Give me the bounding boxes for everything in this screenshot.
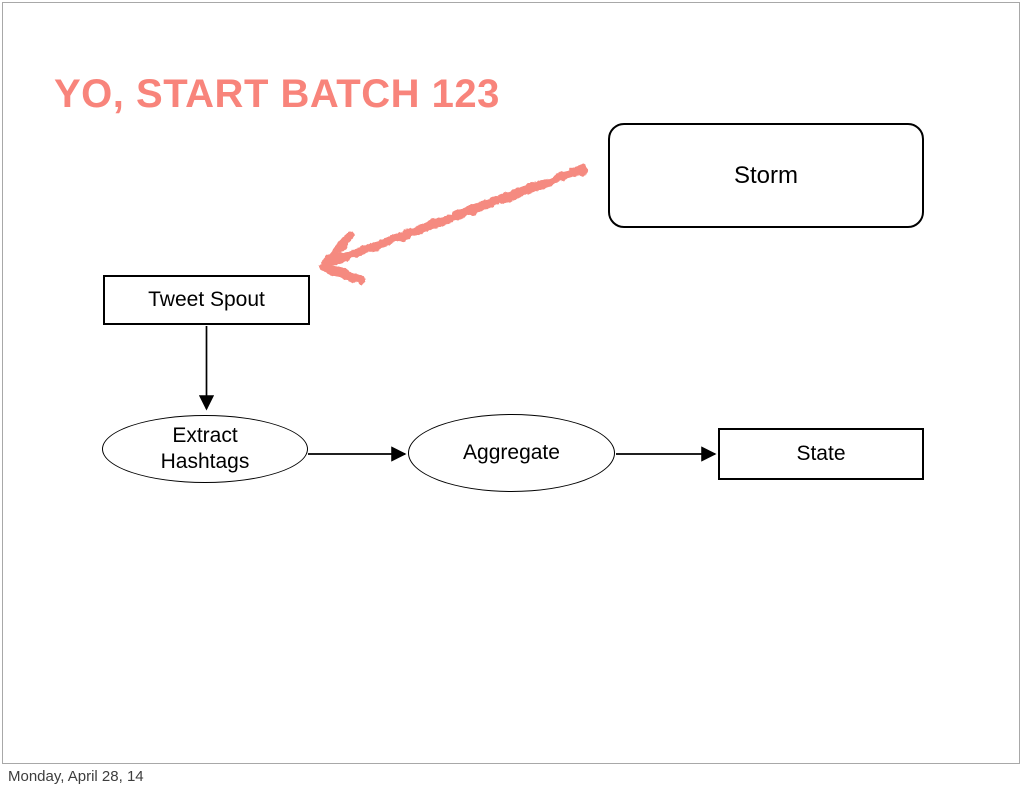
node-tweet-spout-label: Tweet Spout — [148, 288, 265, 311]
slide-title: YO, START BATCH 123 — [54, 72, 500, 116]
node-extract-hashtags-label-line1: Extract — [172, 424, 238, 447]
node-aggregate: Aggregate — [408, 414, 615, 492]
node-aggregate-label: Aggregate — [463, 441, 560, 464]
node-extract-hashtags: Extract Hashtags — [102, 415, 308, 483]
node-storm-label: Storm — [733, 161, 798, 189]
node-storm: Storm — [608, 123, 924, 228]
node-state: State — [718, 428, 924, 480]
node-state-label: State — [796, 442, 846, 465]
node-extract-hashtags-label-line2: Hashtags — [160, 450, 250, 473]
node-tweet-spout: Tweet Spout — [103, 275, 310, 325]
footer-date: Monday, April 28, 14 — [8, 768, 144, 785]
